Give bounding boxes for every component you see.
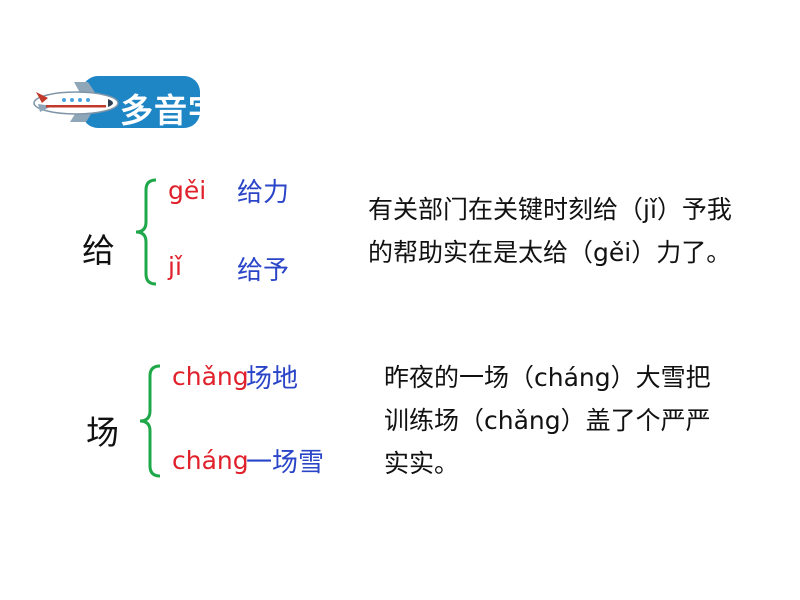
example-word: 给力 <box>237 178 290 208</box>
pinyin-reading: gěi <box>168 176 207 205</box>
brace <box>135 178 157 286</box>
sentence-line: 有关部门在关键时刻给（jǐ）予我 <box>368 195 732 224</box>
brace <box>139 364 161 478</box>
example-word: 场地 <box>246 364 299 394</box>
example-sentence: 昨夜的一场（cháng）大雪把 训练场（chǎng）盖了个严严 实实。 <box>384 356 711 485</box>
example-sentence: 有关部门在关键时刻给（jǐ）予我 的帮助实在是太给（gěi）力了。 <box>368 188 732 274</box>
example-word: 一场雪 <box>246 448 325 478</box>
airplane-icon <box>33 76 200 128</box>
sentence-line: 昨夜的一场（cháng）大雪把 <box>384 363 711 392</box>
polyphone-char: 给 <box>82 231 115 270</box>
sentence-line: 实实。 <box>384 449 460 478</box>
polyphone-char: 场 <box>86 413 119 452</box>
pinyin-reading: chǎng <box>172 362 249 391</box>
section-badge: 多音字 <box>30 72 221 132</box>
sentence-line: 的帮助实在是太给（gěi）力了。 <box>368 238 732 267</box>
sentence-line: 训练场（chǎng）盖了个严严 <box>384 406 711 435</box>
section-title: 多音字 <box>120 91 222 130</box>
pinyin-reading: cháng <box>172 446 249 475</box>
pinyin-reading: jǐ <box>168 252 182 281</box>
example-word: 给予 <box>237 256 290 286</box>
